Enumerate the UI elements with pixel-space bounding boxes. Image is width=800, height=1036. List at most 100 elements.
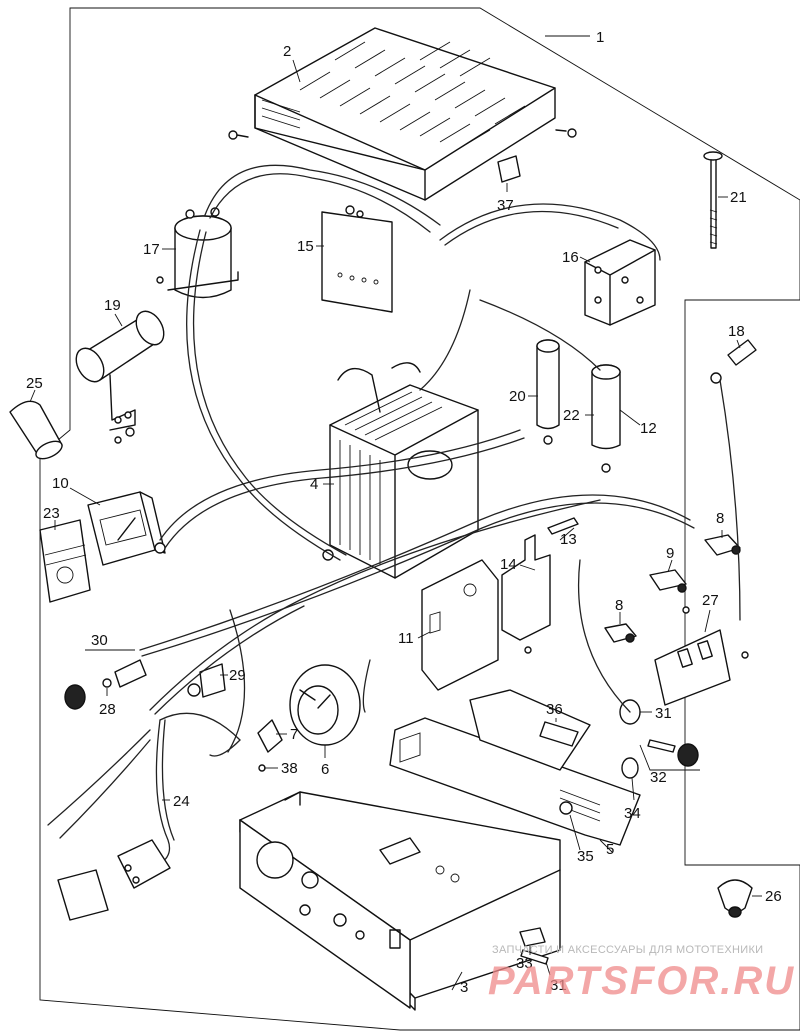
callout-16: 16 xyxy=(562,249,591,266)
callout-label-36: 36 xyxy=(546,701,563,718)
callout-label-37: 37 xyxy=(497,197,514,214)
callout-label-25: 25 xyxy=(26,375,43,392)
callout-label-16: 16 xyxy=(562,249,579,266)
callout-3: 3 xyxy=(451,971,468,996)
callout-label-13: 13 xyxy=(560,531,577,548)
callout-24: 24 xyxy=(162,793,190,810)
meter-cover-23 xyxy=(39,519,91,603)
filter-capacitor-17 xyxy=(156,207,239,299)
callout-label-15: 15 xyxy=(297,238,314,255)
callout-label-29: 29 xyxy=(229,667,246,684)
knob-28 xyxy=(64,659,147,710)
cord-clamp-34 xyxy=(621,757,639,779)
callout-14: 14 xyxy=(500,556,536,573)
fuse-holder-7 xyxy=(257,719,283,772)
callout-label-21: 21 xyxy=(730,189,747,206)
callout-29: 29 xyxy=(220,667,246,684)
callout-5: 5 xyxy=(599,839,614,858)
callout-label-1: 1 xyxy=(596,29,604,46)
callout-33: 33 xyxy=(516,946,533,972)
ammeter-10 xyxy=(87,491,166,566)
transformer-4 xyxy=(322,362,479,579)
callout-label-35: 35 xyxy=(577,848,594,865)
callout-13: 13 xyxy=(559,527,577,548)
panel-plate-36 xyxy=(469,689,591,771)
circuit-board-11 xyxy=(421,559,499,691)
callout-27: 27 xyxy=(702,592,719,633)
callout-label-23: 23 xyxy=(43,505,60,522)
callout-label-28: 28 xyxy=(99,701,116,718)
callout-label-31b: 31 xyxy=(550,977,567,994)
callout-8-lower: 8 xyxy=(615,597,623,624)
terminal-board-15 xyxy=(321,205,393,313)
callout-label-34: 34 xyxy=(624,805,641,822)
callout-label-6: 6 xyxy=(321,761,329,778)
callout-15: 15 xyxy=(297,238,324,255)
callout-label-14: 14 xyxy=(500,556,517,573)
rotary-switch-6 xyxy=(289,664,361,746)
watermark-caption: ЗАПЧАСТИ И АКСЕССУАРЫ ДЛЯ МОТОТЕХНИКИ xyxy=(492,944,763,956)
cover-screw-left xyxy=(228,130,249,140)
callout-37: 37 xyxy=(497,183,514,214)
callout-label-24: 24 xyxy=(173,793,190,810)
callout-7: 7 xyxy=(276,726,298,743)
clip-33 xyxy=(519,927,546,947)
top-cover xyxy=(254,27,556,201)
switch-plate-27 xyxy=(654,629,749,706)
fuse-31-lower xyxy=(520,949,549,965)
terminal-block-16 xyxy=(584,239,656,326)
cover-screw-right xyxy=(555,128,577,138)
cylindrical-filter-19 xyxy=(75,310,165,444)
wiring-harness xyxy=(139,164,741,757)
callout-34: 34 xyxy=(624,777,641,822)
callout-label-4: 4 xyxy=(310,476,318,493)
callout-17: 17 xyxy=(143,241,176,258)
callout-label-5: 5 xyxy=(606,841,614,858)
callout-9: 9 xyxy=(666,545,674,573)
callout-label-17: 17 xyxy=(143,241,160,258)
callout-label-32: 32 xyxy=(650,769,667,786)
long-bolt-21 xyxy=(703,151,723,249)
callout-10: 10 xyxy=(52,475,101,506)
callout-label-27: 27 xyxy=(702,592,719,609)
callout-label-22: 22 xyxy=(563,407,580,424)
connector-9 xyxy=(649,569,690,614)
callout-label-10: 10 xyxy=(52,475,69,492)
callout-label-20: 20 xyxy=(509,388,526,405)
callout-22: 22 xyxy=(563,407,594,424)
jack-18 xyxy=(710,339,757,384)
callout-label-33: 33 xyxy=(516,955,533,972)
callout-30: 30 xyxy=(85,632,135,651)
callout-38: 38 xyxy=(264,760,298,777)
lower-chassis-3 xyxy=(239,791,561,1011)
callout-21: 21 xyxy=(718,189,747,206)
toggle-switch-29 xyxy=(187,663,226,698)
callout-label-38: 38 xyxy=(281,760,298,777)
small-plate-13 xyxy=(547,517,579,535)
callout-label-2: 2 xyxy=(283,43,291,60)
pilot-lamp-26 xyxy=(717,879,753,918)
callout-label-31a: 31 xyxy=(655,705,672,722)
callout-4: 4 xyxy=(310,476,334,493)
callout-11: 11 xyxy=(398,630,431,647)
callout-12: 12 xyxy=(619,409,657,437)
callout-label-8a: 8 xyxy=(716,510,724,527)
callout-20: 20 xyxy=(509,388,538,405)
callout-23: 23 xyxy=(43,505,60,530)
callout-1: 1 xyxy=(545,29,604,46)
callout-28: 28 xyxy=(99,688,116,718)
callout-32: 32 xyxy=(639,744,700,786)
callout-31-upper: 31 xyxy=(640,705,672,722)
callout-19: 19 xyxy=(104,297,123,327)
callout-label-8b: 8 xyxy=(615,597,623,614)
callout-25: 25 xyxy=(26,375,43,403)
callout-label-18: 18 xyxy=(728,323,745,340)
connector-8-lower xyxy=(604,623,637,643)
callout-31-lower: 31 xyxy=(545,961,567,994)
watermark-brand: PARTSFOR.RU xyxy=(488,959,795,1003)
capacitor-22 xyxy=(591,364,621,473)
callout-18: 18 xyxy=(728,323,745,349)
callout-label-3: 3 xyxy=(460,979,468,996)
rubber-cap-25 xyxy=(9,400,63,460)
callout-label-12: 12 xyxy=(640,420,657,437)
